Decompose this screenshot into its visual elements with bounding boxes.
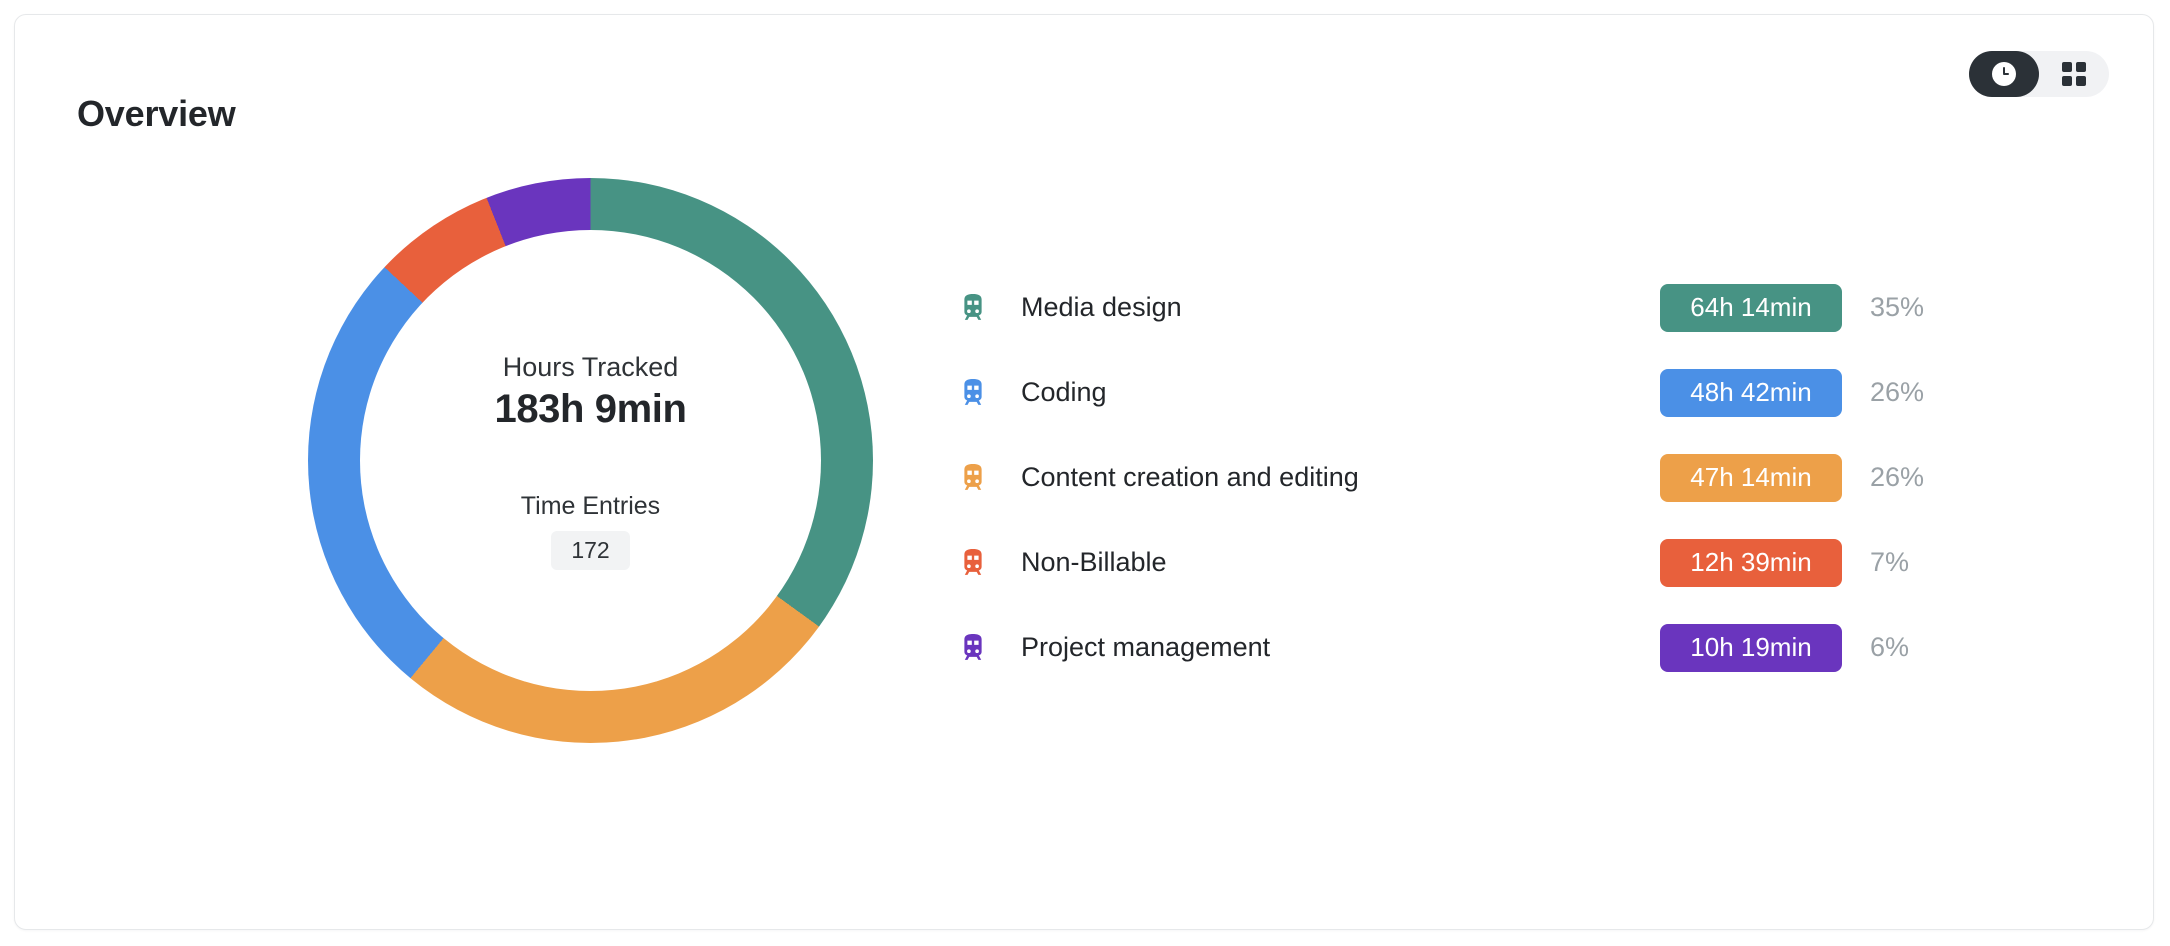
legend-duration-badge: 12h 39min xyxy=(1660,538,1842,587)
tram-icon xyxy=(960,548,986,577)
tram-icon xyxy=(960,463,986,492)
legend-row[interactable]: Non-Billable 12h 39min 7% xyxy=(960,520,1960,605)
legend-label: Media design xyxy=(1021,292,1182,322)
legend-percent: 26% xyxy=(1870,377,1925,407)
legend-duration-badge: 47h 14min xyxy=(1660,453,1842,502)
legend-label: Content creation and editing xyxy=(1021,462,1359,492)
tram-icon xyxy=(960,378,986,407)
view-toggle[interactable] xyxy=(1969,51,2109,97)
toggle-grid-view[interactable] xyxy=(2039,51,2109,97)
time-entries-badge: 172 xyxy=(551,530,630,570)
time-entries-label: Time Entries xyxy=(520,491,661,520)
hours-donut-chart: Hours Tracked 183h 9min Time Entries 172 xyxy=(308,178,873,743)
clock-icon xyxy=(1992,62,2016,86)
tram-icon xyxy=(960,293,986,322)
donut-center-stats: Hours Tracked 183h 9min Time Entries 172 xyxy=(308,178,873,743)
legend-percent: 35% xyxy=(1870,292,1925,322)
overview-card: Overview Hours Tracked 183h 9min Time En… xyxy=(14,14,2154,930)
legend-percent: 26% xyxy=(1870,462,1925,492)
legend-duration-badge: 10h 19min xyxy=(1660,623,1842,672)
page-title: Overview xyxy=(77,93,236,134)
hours-tracked-value: 183h 9min xyxy=(494,386,687,431)
legend-percent: 6% xyxy=(1870,632,1910,662)
legend-row[interactable]: Content creation and editing 47h 14min 26% xyxy=(960,435,1960,520)
legend-row[interactable]: Project management 10h 19min 6% xyxy=(960,605,1960,690)
legend-duration-badge: 64h 14min xyxy=(1660,283,1842,332)
legend-label: Project management xyxy=(1021,632,1271,662)
toggle-time-view[interactable] xyxy=(1969,51,2039,97)
grid-icon xyxy=(2062,62,2086,86)
legend-duration-badge: 48h 42min xyxy=(1660,368,1842,417)
legend-row[interactable]: Coding 48h 42min 26% xyxy=(960,350,1960,435)
legend-label: Non-Billable xyxy=(1021,547,1167,577)
legend-percent: 7% xyxy=(1870,547,1910,577)
legend-list: Media design 64h 14min 35% Coding 48h 42min 2… xyxy=(960,265,1960,690)
donut-hole xyxy=(360,230,821,691)
legend-label: Coding xyxy=(1021,377,1107,407)
hours-tracked-label: Hours Tracked xyxy=(502,352,679,383)
tram-icon xyxy=(960,633,986,662)
legend-row[interactable]: Media design 64h 14min 35% xyxy=(960,265,1960,350)
